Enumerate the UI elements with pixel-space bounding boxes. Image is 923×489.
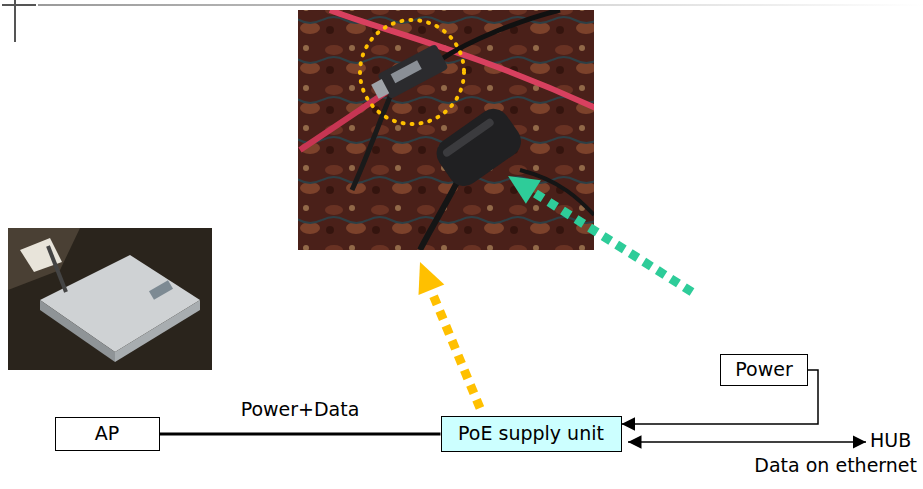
status-panel bbox=[149, 280, 173, 300]
dashed-shaft bbox=[533, 192, 692, 292]
corner-stem bbox=[14, 0, 16, 42]
pointer-arrow bbox=[419, 262, 481, 408]
antenna bbox=[48, 246, 66, 292]
box-text: PoE supply unit bbox=[458, 423, 604, 445]
box-text: Power bbox=[735, 359, 792, 381]
top-rule bbox=[38, 4, 923, 6]
source-box: Power bbox=[720, 354, 808, 386]
brick-highlight bbox=[441, 117, 495, 158]
adapter-plug bbox=[371, 79, 389, 99]
data-link-arrow bbox=[628, 441, 866, 443]
access-point-side bbox=[40, 300, 115, 362]
clutter bbox=[8, 228, 80, 290]
box-text: AP bbox=[95, 423, 119, 445]
photo-ground bbox=[8, 228, 212, 370]
ap-photo bbox=[8, 228, 212, 370]
pointer-arrow bbox=[508, 176, 692, 292]
highlight-circle bbox=[360, 20, 464, 124]
arrow-head bbox=[508, 176, 541, 204]
connector-label: Power+Data bbox=[238, 399, 363, 421]
device-box: AP bbox=[55, 417, 160, 451]
dashed-shaft bbox=[431, 290, 480, 408]
arrow-head bbox=[419, 262, 445, 295]
black-cable bbox=[440, 10, 560, 60]
poe-adapter bbox=[368, 44, 448, 104]
access-point-side bbox=[115, 300, 200, 362]
connector bbox=[160, 433, 441, 436]
supply-box: PoE supply unit bbox=[441, 416, 622, 452]
adapter-sticker bbox=[391, 60, 422, 83]
access-point bbox=[40, 255, 200, 352]
hub-label: HUB bbox=[870, 430, 911, 452]
network-note: Data on ethernet bbox=[754, 455, 917, 477]
poe-photo bbox=[298, 10, 594, 250]
corner-rule bbox=[2, 4, 36, 6]
